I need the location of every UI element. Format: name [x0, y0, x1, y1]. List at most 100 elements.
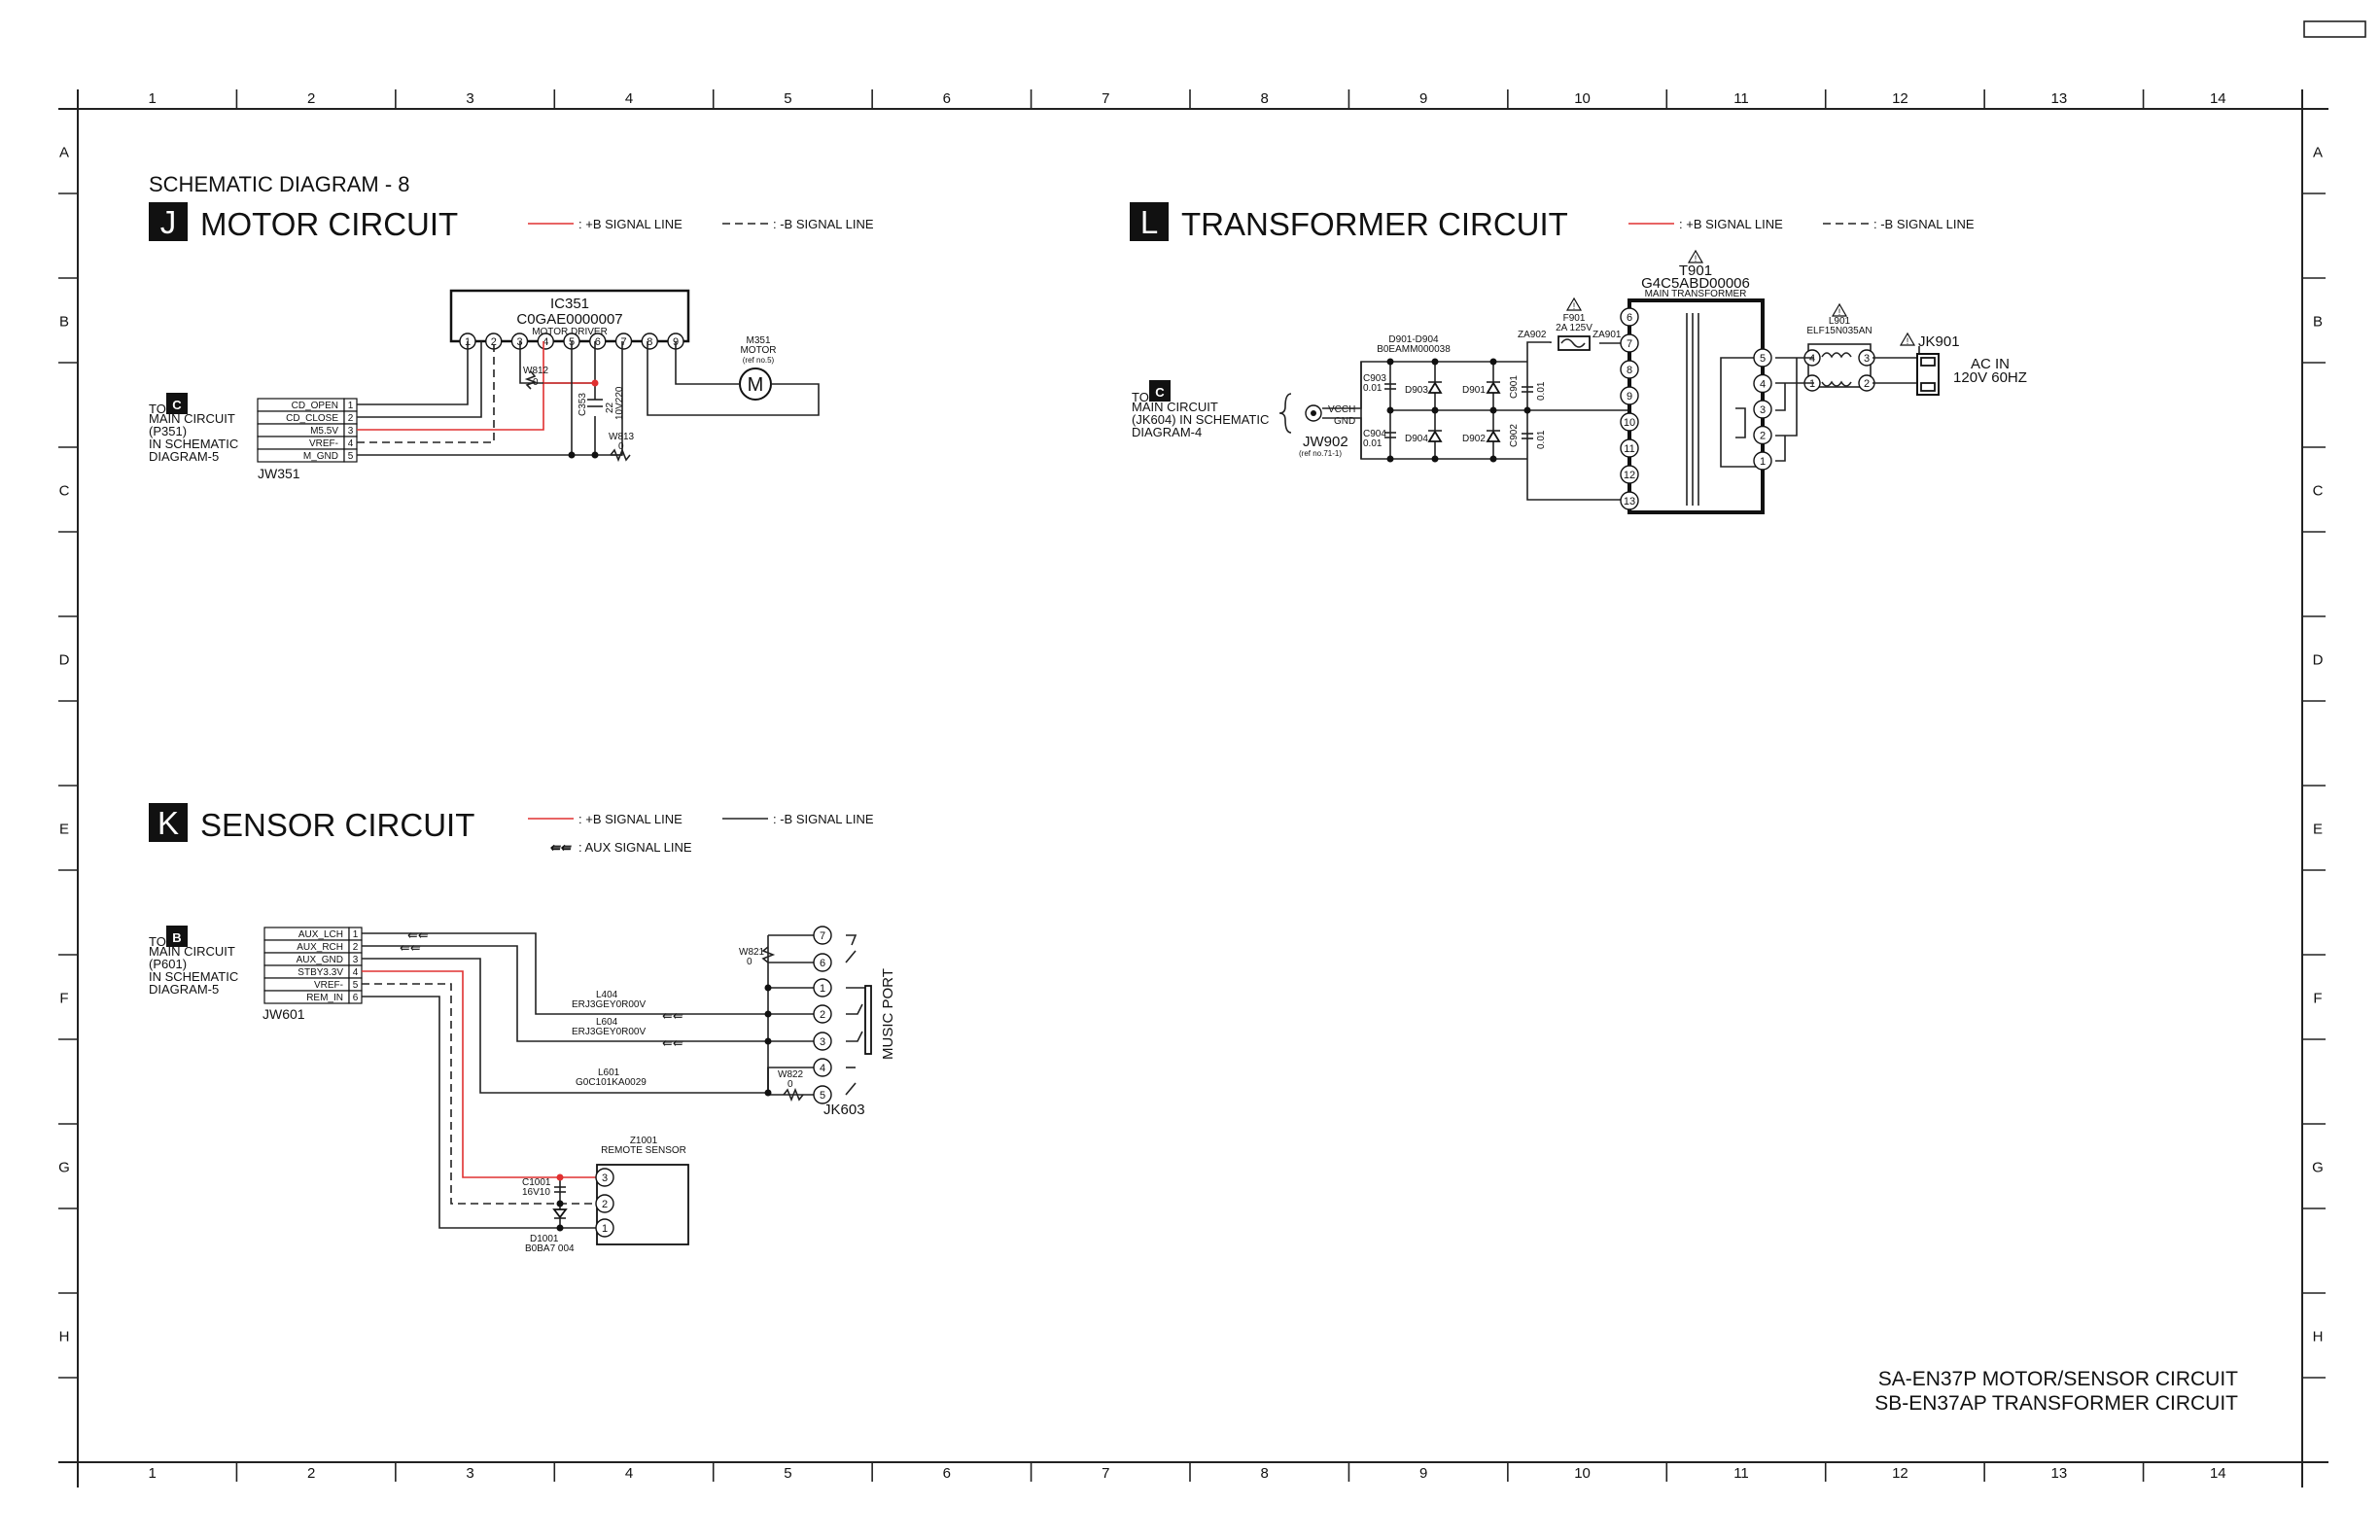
transformer-to-badge-box [1149, 380, 1171, 402]
c902-val: 0.01 [1536, 430, 1547, 449]
w821-val: 0 [747, 957, 752, 967]
w821-ref: W821 [739, 947, 765, 958]
diodes-ref: D901-D904 [1388, 334, 1439, 345]
wire-filter-out2 [1872, 382, 1920, 391]
d1001-part: B0BA7 004 [525, 1243, 575, 1254]
column-label-bottom: 7 [1102, 1465, 1109, 1482]
t901-primary-pin-label: 4 [1760, 379, 1766, 391]
jw902-note: (ref no.71-1) [1299, 449, 1342, 458]
wire-pin8 [611, 341, 623, 456]
z1001-pin-label: 2 [602, 1199, 608, 1210]
transformer-to-text: TO [1132, 390, 1149, 404]
t901-secondary-pin [1620, 386, 1639, 405]
junction [764, 1010, 772, 1018]
jk603-pin [813, 1058, 832, 1077]
c353-ref: C353 [578, 393, 588, 416]
row-label-right: C [2313, 483, 2324, 500]
d903-symbol [1427, 381, 1443, 394]
column-label-bottom: 4 [625, 1465, 633, 1482]
connector-pin-name: M5.5V [310, 426, 338, 437]
l901-warning-icon [1831, 302, 1848, 317]
column-label-top: 10 [1574, 90, 1591, 107]
jk603-pin [813, 1032, 832, 1051]
column-label-top: 8 [1261, 90, 1269, 107]
l901-outline [1807, 343, 1872, 388]
c901-val: 0.01 [1536, 381, 1547, 401]
l901-pin-label: 1 [1809, 378, 1815, 390]
motor-to-line-4: DIAGRAM-5 [149, 449, 219, 464]
legend-aux-text: : AUX SIGNAL LINE [578, 840, 692, 855]
junction [556, 1224, 564, 1232]
jk603-pin-label: 3 [820, 1036, 825, 1048]
connector-pin-number: 5 [348, 451, 354, 462]
column-label-bottom: 11 [1733, 1465, 1749, 1482]
jack-contact [846, 1003, 863, 1015]
legend-neg-text: : -B SIGNAL LINE [773, 812, 874, 826]
connector-pin-name: AUX_RCH [297, 942, 343, 953]
wire-pin9 [675, 341, 740, 385]
row-label-right: B [2313, 314, 2323, 331]
row-label-right: E [2313, 822, 2323, 838]
sensor-to-line-1: MAIN CIRCUIT [149, 944, 235, 959]
column-label-top: 7 [1102, 90, 1109, 107]
row-label-left: A [59, 145, 69, 161]
z1001-pin-label: 1 [602, 1223, 608, 1235]
t901-warning-icon [1687, 249, 1704, 263]
t901-primary-pin [1753, 348, 1772, 368]
transformer-to-line-3: DIAGRAM-4 [1132, 425, 1202, 439]
row-label-left: B [59, 314, 69, 331]
junction [764, 1037, 772, 1045]
l901-ref: L901 [1829, 316, 1851, 327]
row-label-right: F [2313, 991, 2322, 1007]
t901-secondary-pin [1620, 307, 1639, 327]
bridge-wires [1322, 341, 1629, 501]
ic351-pin-label: 6 [595, 336, 601, 348]
w821-symbol [761, 946, 776, 963]
ic351-body [449, 289, 690, 343]
column-label-bottom: 13 [2051, 1465, 2068, 1482]
connector-pin-name: REM_IN [306, 993, 343, 1003]
column-label-top: 6 [943, 90, 951, 107]
c904-ref: C904 [1363, 429, 1386, 439]
jk901-pin [1920, 357, 1936, 367]
connector-pin-number: 2 [353, 942, 359, 953]
motor-to-line-1: MAIN CIRCUIT [149, 411, 235, 426]
l604-part: ERJ3GEY0R00V [572, 1027, 646, 1037]
jk603-pin [813, 1004, 832, 1024]
c1001-val: 16V10 [522, 1187, 550, 1198]
connector-pin-name: VREF- [309, 438, 338, 449]
l601-ref: L601 [598, 1068, 620, 1078]
jack-contact [846, 1031, 863, 1042]
c353-val1: 22 [605, 402, 615, 413]
column-label-top: 4 [625, 90, 633, 107]
c353-val2: 10V220 [614, 386, 625, 420]
jack-contact [846, 934, 858, 946]
jw902-ref: JW902 [1303, 434, 1348, 450]
t901-desc: MAIN TRANSFORMER [1645, 289, 1747, 299]
connector-pin-number: 1 [353, 929, 359, 940]
jw351-ref: JW351 [258, 466, 300, 481]
t901-secondary-pin-label: 8 [1627, 365, 1632, 376]
z1001-pin-label: 3 [602, 1172, 608, 1184]
l901-pin-label: 2 [1864, 378, 1870, 390]
motor-desc: MOTOR [740, 345, 776, 356]
transformer-badge: L [1140, 204, 1158, 240]
wire-cd-close [357, 341, 482, 418]
diodes-part: B0EAMM000038 [1377, 344, 1451, 355]
music-port-label: MUSIC PORT [880, 968, 896, 1060]
jk603-pin-label: 2 [820, 1009, 825, 1021]
ic351-pin [641, 332, 658, 350]
legend-neg-text: : -B SIGNAL LINE [1873, 217, 1975, 231]
ic351-pin [537, 332, 554, 350]
column-label-top: 9 [1419, 90, 1427, 107]
corner-box [2303, 20, 2366, 38]
t901-primary-pin-label: 3 [1760, 404, 1766, 416]
c901-ref: C901 [1509, 375, 1520, 399]
column-label-bottom: 9 [1419, 1465, 1427, 1482]
t901-primary-pin [1753, 373, 1772, 394]
w822-symbol [783, 1087, 804, 1102]
connector-pin-number: 6 [353, 993, 359, 1003]
